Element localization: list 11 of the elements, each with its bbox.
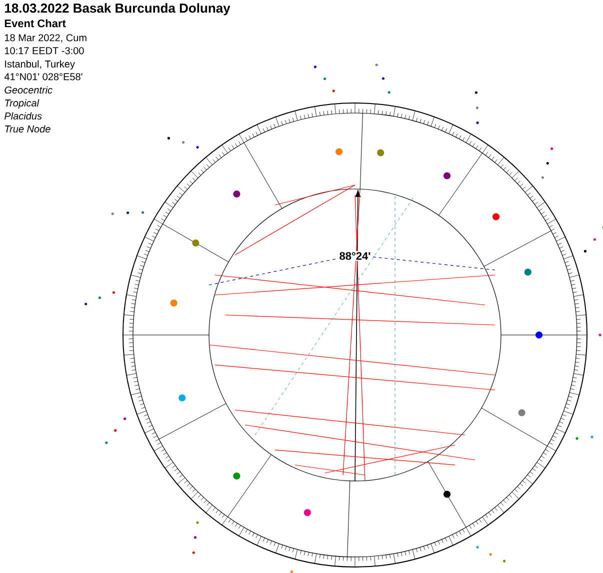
degree-label: 88°24' xyxy=(338,251,372,261)
info-text: Geocentric xyxy=(4,86,52,94)
chart-title: 18.03.2022 Basak Burcunda Dolunay xyxy=(5,3,230,16)
info-text: Event Chart xyxy=(4,19,66,28)
info-text: True Node xyxy=(5,125,50,133)
info-text: Tropical xyxy=(5,99,40,108)
info-text: Placidus xyxy=(4,112,42,120)
info-text: Istanbul, Turkey xyxy=(5,60,75,70)
info-text: 41°N01' 028°E58' xyxy=(4,73,82,80)
info-text: 18 Mar 2022, Cum xyxy=(4,34,86,42)
info-text: 10:17 EEDT -3:00 xyxy=(4,47,84,54)
